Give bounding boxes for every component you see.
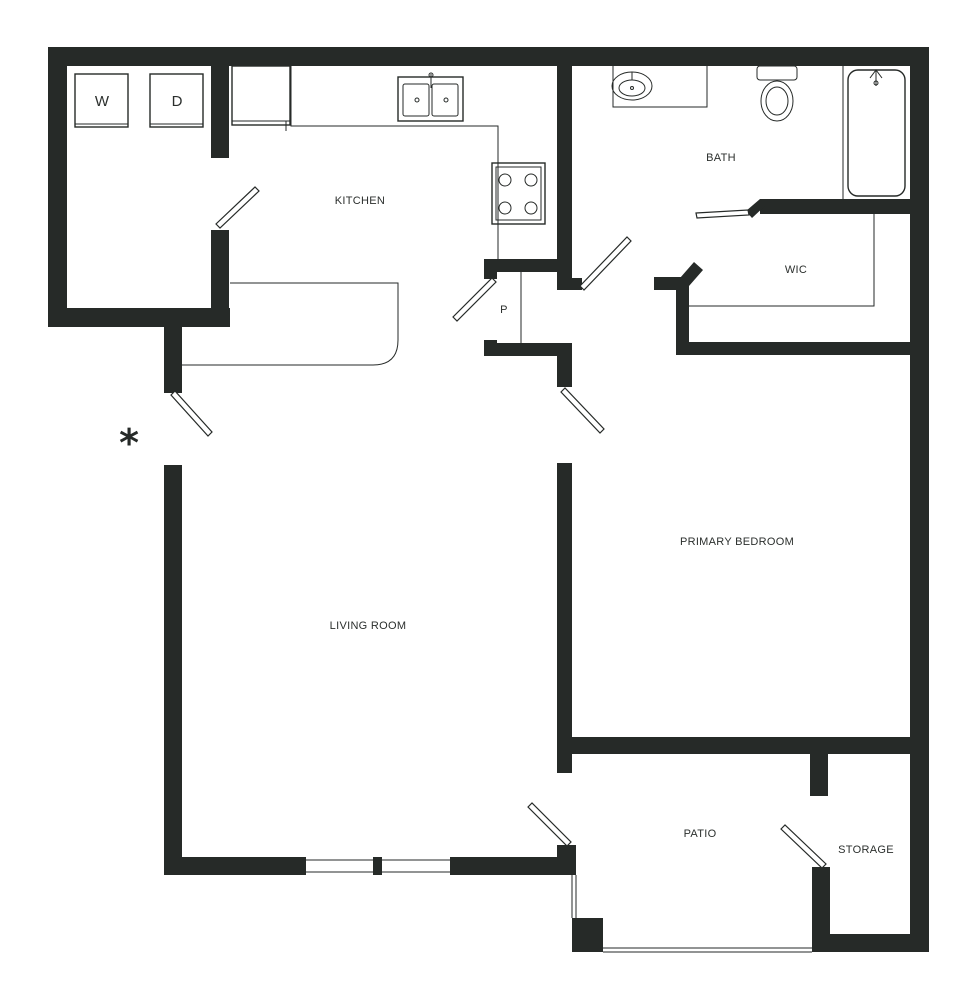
pantry-label: P	[500, 304, 508, 316]
washer-icon	[74, 73, 129, 128]
vanity-counter	[612, 66, 708, 108]
kitchen-label: KITCHEN	[335, 195, 385, 207]
kitchen-fixtures	[182, 65, 546, 366]
toilet-icon	[756, 65, 798, 122]
entry-marker-icon: *	[119, 421, 139, 465]
dryer-label: D	[172, 93, 183, 110]
sink-icon	[397, 72, 464, 122]
exterior-walls	[48, 47, 929, 952]
kitchen-island	[182, 282, 399, 366]
doors	[170, 186, 827, 869]
laundry-door	[215, 186, 260, 229]
interior-walls	[211, 66, 929, 796]
storage-label: STORAGE	[838, 844, 894, 856]
entry-door	[170, 390, 213, 437]
wic-label: WIC	[785, 264, 807, 276]
living-room-label: LIVING ROOM	[330, 620, 407, 632]
bath-door	[579, 236, 632, 291]
laundry: W D	[74, 73, 204, 128]
patio-label: PATIO	[684, 828, 717, 840]
primary-bedroom-label: PRIMARY BEDROOM	[680, 536, 794, 548]
stove-icon	[491, 162, 546, 225]
bath-label: BATH	[706, 152, 736, 164]
refrigerator-icon	[231, 65, 291, 126]
bedroom-door	[560, 387, 605, 434]
wic-door	[695, 209, 750, 219]
bathtub-icon	[842, 66, 906, 199]
lavatory-sink-icon	[611, 71, 653, 101]
closet-shelf	[689, 214, 875, 307]
pantry-door	[452, 277, 497, 322]
washer-label: W	[95, 93, 110, 110]
bath-fixtures	[611, 65, 906, 199]
windows	[306, 859, 812, 953]
patio-door	[527, 802, 572, 847]
room-labels: KITCHEN BATH WIC P PRIMARY BEDROOM LIVIN…	[330, 152, 894, 856]
storage-door	[780, 824, 827, 869]
dryer-icon	[149, 73, 204, 128]
kitchen-counter	[290, 66, 499, 259]
